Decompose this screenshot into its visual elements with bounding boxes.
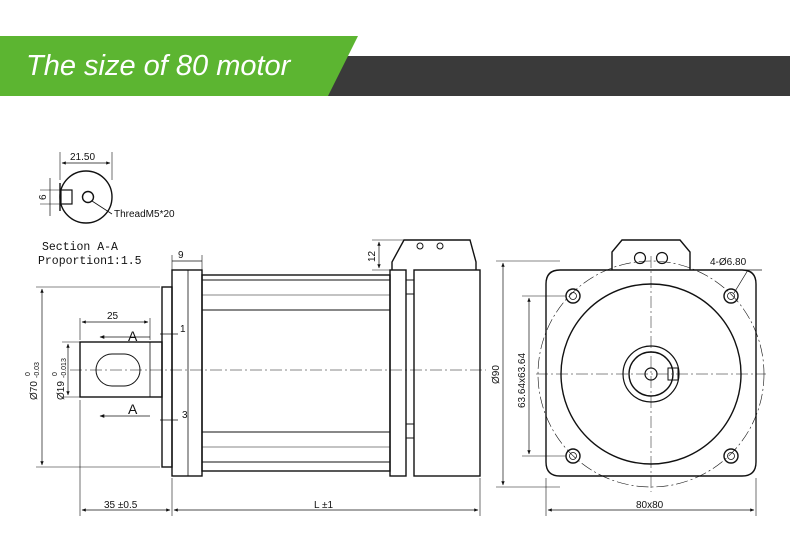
title-banner	[0, 36, 790, 96]
shaft-diameter-label: Ø19	[56, 381, 67, 400]
holes-label: 4-Ø6.80	[710, 257, 747, 268]
motor-front-view	[496, 239, 766, 516]
bolt-circle-label: Ø90	[491, 365, 502, 384]
section-label: Section A-A	[42, 241, 118, 254]
banner-title: The size of 80 motor	[26, 50, 291, 82]
banner-dark-bar	[300, 56, 790, 96]
frame-label: 80x80	[636, 500, 664, 511]
pilot-diameter-dim: Ø70 0 -0.03	[25, 362, 41, 400]
section-width-label: 21.50	[70, 152, 95, 163]
front-length-label: 35 ±0.5	[104, 500, 138, 511]
banner-green-block	[0, 36, 358, 96]
section-flat-label: 6	[38, 194, 49, 200]
hole-spacing-label: 63.64x63.64	[517, 353, 528, 408]
thread-label: ThreadM5*20	[114, 209, 175, 220]
connector-height-label: 12	[367, 250, 378, 262]
pilot-diameter-label: Ø70	[29, 381, 40, 400]
section-mark-top: A	[128, 328, 138, 344]
body-length-label: L ±1	[314, 500, 333, 511]
shaft-cross-section	[40, 152, 113, 224]
pilot-tol-upper: 0	[25, 372, 32, 376]
shaft-length-label: 25	[107, 311, 119, 322]
motor-side-view	[36, 239, 486, 516]
key-offset-label: 3	[182, 410, 188, 421]
shaft-tol-upper: 0	[52, 372, 59, 376]
pilot-tol-lower: -0.03	[34, 362, 41, 378]
shoulder-label: 1	[180, 324, 186, 335]
flange-label: 9	[178, 250, 184, 261]
proportion-label: Proportion1:1.5	[38, 255, 142, 268]
shaft-diameter-dim: Ø19 0 -0.013	[52, 358, 68, 400]
section-mark-bottom: A	[128, 401, 138, 417]
shaft-tol-lower: -0.013	[61, 358, 68, 378]
